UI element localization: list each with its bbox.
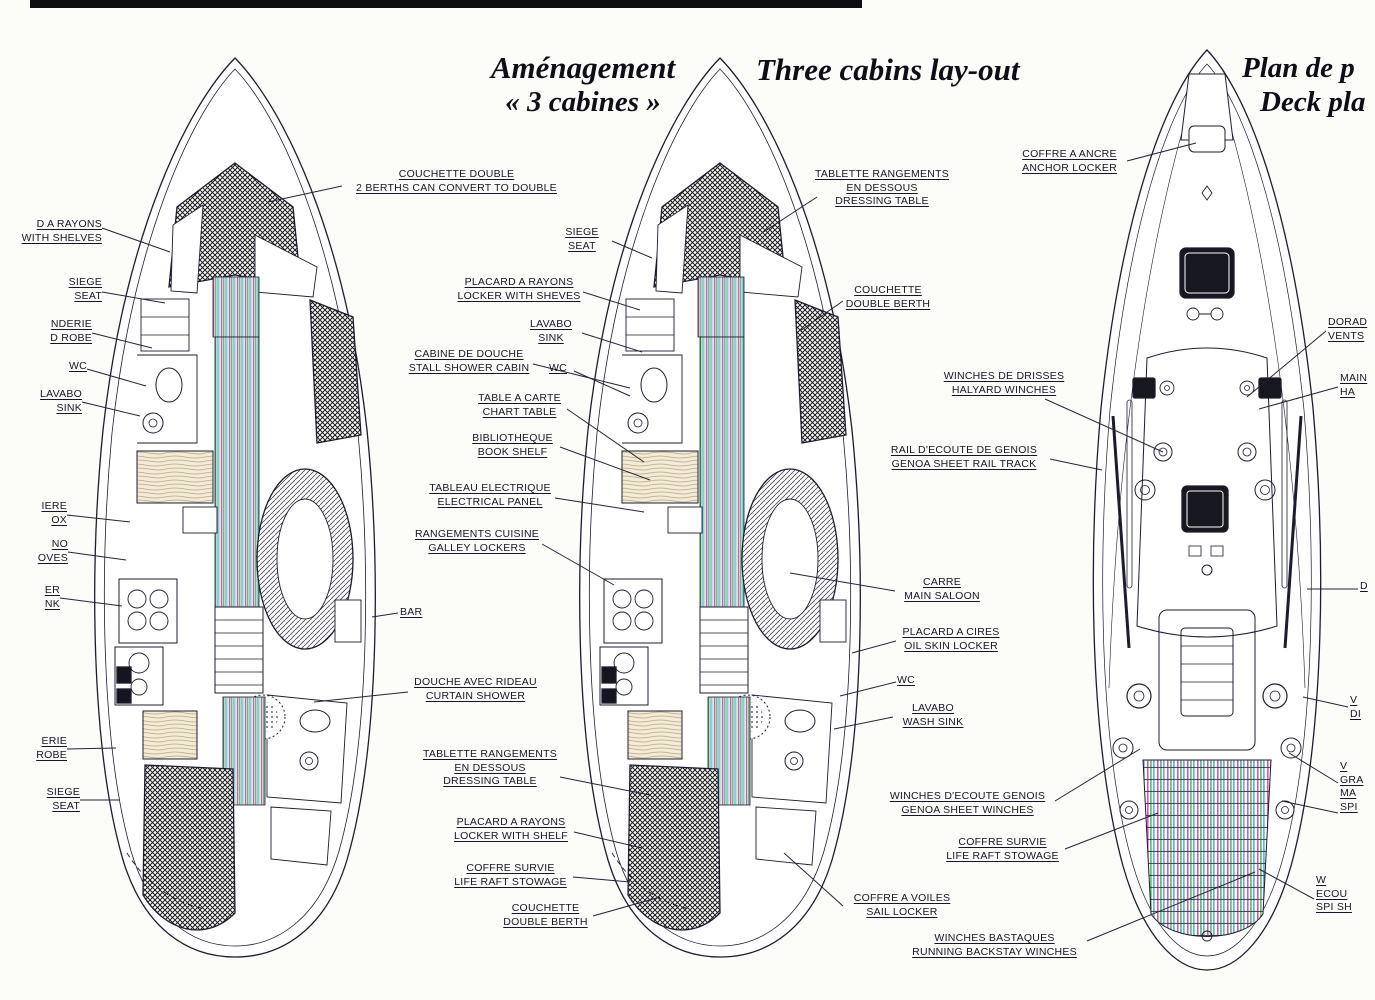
label-wc-left: WC <box>69 360 87 372</box>
scan-top-bar <box>30 0 862 8</box>
label-d-frag: D <box>1360 580 1368 592</box>
label-bar: BAR <box>400 606 423 618</box>
label-wc-mid: WC <box>549 362 567 374</box>
title-amenagement: Aménagement <box>490 50 676 85</box>
title-deck-plan-fr: Plan de p <box>1242 52 1355 84</box>
deck-plan-boat <box>1091 48 1323 972</box>
left-boat-layout <box>94 57 376 958</box>
title-3-cabines: « 3 cabines » <box>505 86 661 118</box>
title-deck-plan-en: Deck pla <box>1260 86 1366 118</box>
label-wc-right: WC <box>897 674 915 686</box>
title-three-cabins-layout: Three cabins lay-out <box>756 52 1020 87</box>
